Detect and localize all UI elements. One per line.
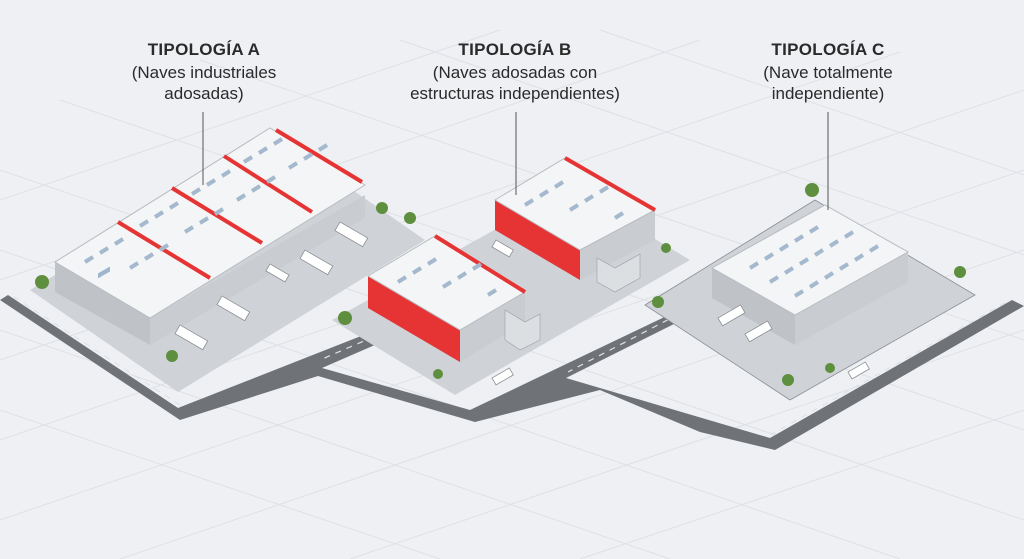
skylight-rows-b: [396, 180, 625, 297]
site-a: [30, 127, 425, 392]
skylights-a: [98, 266, 110, 279]
typology-c-title: TIPOLOGÍA C: [771, 40, 885, 59]
trees-a: [35, 202, 416, 362]
typology-b-desc-line2: estructuras independientes): [410, 84, 620, 103]
typology-c-label: TIPOLOGÍA C (Nave totalmente independien…: [728, 40, 928, 104]
trucks-c: [717, 304, 870, 380]
party-walls-a: [116, 128, 364, 280]
leader-lines: [202, 112, 829, 210]
typology-b-title: TIPOLOGÍA B: [458, 40, 572, 59]
typology-a-title: TIPOLOGÍA A: [147, 40, 261, 59]
trees-c: [652, 183, 966, 386]
typology-a-desc-line2: adosadas): [164, 84, 244, 103]
trucks-b: [491, 239, 514, 386]
typology-a-desc-line1: (Naves industriales: [131, 63, 277, 82]
typology-c-desc-line1: (Nave totalmente: [763, 63, 893, 82]
skylight-rows-a: [83, 137, 329, 270]
trees-b: [338, 243, 671, 379]
typology-a-label: TIPOLOGÍA A (Naves industriales adosadas…: [104, 40, 304, 104]
site-c: [644, 183, 976, 401]
typology-b-desc-line1: (Naves adosadas con: [432, 63, 598, 82]
typology-c-desc-line2: independiente): [771, 84, 885, 103]
trucks-a: [174, 221, 369, 351]
site-b: [332, 156, 690, 395]
typology-b-label: TIPOLOGÍA B (Naves adosadas con estructu…: [380, 40, 650, 104]
skylight-rows-c: [748, 225, 880, 298]
